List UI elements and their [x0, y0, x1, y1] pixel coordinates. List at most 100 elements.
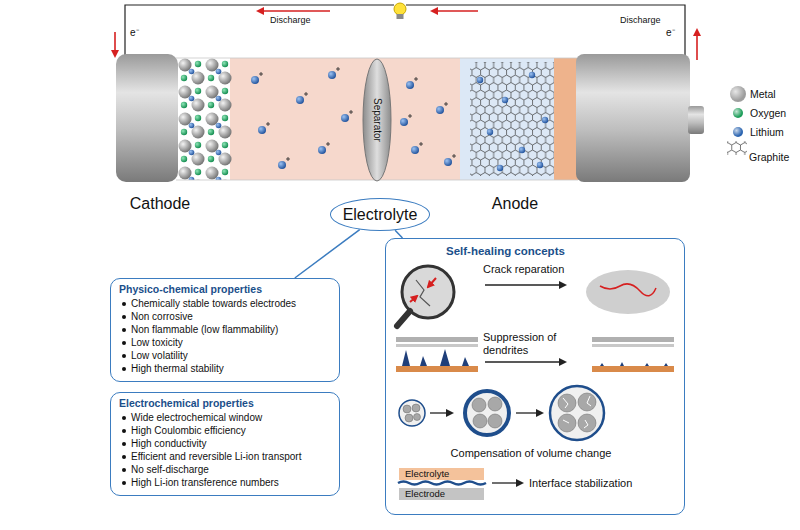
bullet-item: High thermal stability — [119, 362, 331, 375]
volume-change-illustration — [516, 412, 542, 413]
volume-change-illustration — [405, 414, 413, 422]
volume-change-illustration — [412, 404, 420, 412]
lithium-ion — [406, 81, 414, 89]
electron-label: e⁻ — [666, 27, 675, 39]
dendrite-illustration — [396, 337, 478, 342]
bullet-item: Low volatility — [119, 349, 331, 362]
bullet-item: Low toxicity — [119, 336, 331, 349]
battery-body — [116, 54, 178, 182]
crack-illustration — [428, 278, 436, 287]
node-text: Separator — [371, 98, 383, 142]
volume-change-illustration — [473, 414, 487, 428]
lithium-ion — [436, 106, 444, 114]
volume-change-illustration — [563, 396, 591, 428]
concept-caption: Crack reparation — [483, 263, 581, 276]
dendrite-illustration — [402, 349, 469, 366]
volume-change-illustration — [550, 386, 604, 440]
dendrite-illustration — [396, 344, 478, 347]
light-bulb — [397, 14, 404, 19]
bullet-item: High Li-ion transference numbers — [119, 476, 331, 489]
electrode-name: Cathode — [130, 194, 191, 213]
battery-body — [460, 58, 560, 180]
lithium-ion — [537, 162, 543, 168]
lithium-ion — [477, 77, 483, 83]
legend-swatch — [730, 86, 746, 102]
bullet-item: Chemically stable towards electrodes — [119, 297, 331, 310]
node-text: Electrolyte — [405, 468, 478, 480]
volume-change-illustration — [465, 391, 509, 435]
concept-caption: Interface stabilization — [529, 477, 632, 490]
callout-bubble: Electrolyte — [330, 198, 431, 231]
battery-body — [470, 62, 554, 176]
node-text: Electrode — [405, 488, 478, 500]
bullet-item: High Coulombic efficiency — [119, 424, 331, 437]
bullet-item: No self-discharge — [119, 463, 331, 476]
legend-text: Lithium — [750, 126, 784, 138]
graphite-icon — [727, 141, 747, 155]
current-arrow — [258, 10, 330, 12]
current-arrow — [696, 30, 698, 60]
interface-illustration — [398, 482, 486, 485]
battery-body — [176, 58, 578, 59]
flow-label: Discharge — [270, 15, 311, 26]
separator-ellipse-shape — [363, 59, 391, 181]
electrolyte-layer: Electrolyte — [399, 468, 484, 480]
bullet-item: Non flammable (low flammability) — [119, 323, 331, 336]
lithium-ion — [502, 97, 508, 103]
dendrite-illustration — [592, 337, 674, 342]
legend-swatch — [733, 108, 743, 118]
lithium-ion — [251, 76, 259, 84]
electrode-name: Anode — [492, 194, 538, 213]
electrode-layer: Electrode — [399, 488, 484, 500]
battery-body — [230, 58, 462, 180]
battery-body — [176, 58, 232, 180]
volume-change-illustration — [399, 386, 604, 440]
battery-body — [688, 106, 704, 134]
lithium-ion — [278, 161, 286, 169]
separator-ellipse: Separator — [362, 58, 392, 182]
box-heading: Electrochemical properties — [119, 397, 331, 410]
crack-illustration — [410, 296, 417, 302]
callout-line — [395, 230, 402, 238]
crack-illustration — [586, 270, 670, 314]
callout-line — [295, 230, 360, 278]
crack-illustration — [600, 284, 656, 296]
dendrite-illustration — [396, 366, 478, 372]
lithium-ion — [529, 72, 535, 78]
current-arrow — [115, 11, 697, 60]
lithium-ion — [497, 165, 503, 171]
volume-change-illustration — [399, 400, 425, 426]
volume-change-illustration — [558, 414, 576, 432]
volume-change-illustration — [488, 414, 502, 428]
battery-body — [554, 58, 578, 180]
lithium-ion — [251, 67, 548, 171]
battery-body — [116, 54, 704, 182]
node-text: Electrolyte — [343, 205, 418, 224]
crack-illustration — [397, 311, 410, 326]
crack-illustration — [416, 280, 430, 306]
volume-change-illustration — [414, 414, 421, 421]
battery-body — [576, 54, 690, 182]
crack-illustration — [485, 284, 565, 285]
lithium-ion — [487, 129, 493, 135]
concept-box: Self-healing conceptsCrack reparationSup… — [385, 238, 685, 515]
volume-change-illustration — [403, 405, 411, 413]
property-box: Electrochemical propertiesWide electroch… — [110, 392, 340, 496]
legend-text: Graphite — [749, 151, 789, 163]
current-arrow — [114, 32, 116, 56]
lithium-ion — [519, 147, 525, 153]
legend-text: Metal — [750, 88, 776, 100]
lithium-ion — [296, 96, 304, 104]
lithium-ion — [400, 118, 408, 126]
box-heading: Self-healing concepts — [446, 245, 565, 258]
bullet-item: Wide electrochemical window — [119, 411, 331, 424]
bullet-item: High conductivity — [119, 437, 331, 450]
legend-text: Oxygen — [750, 107, 786, 119]
interface-illustration — [398, 482, 522, 485]
lithium-ion — [328, 71, 336, 79]
dendrite-illustration — [592, 366, 674, 372]
lithium-ion — [259, 67, 456, 161]
